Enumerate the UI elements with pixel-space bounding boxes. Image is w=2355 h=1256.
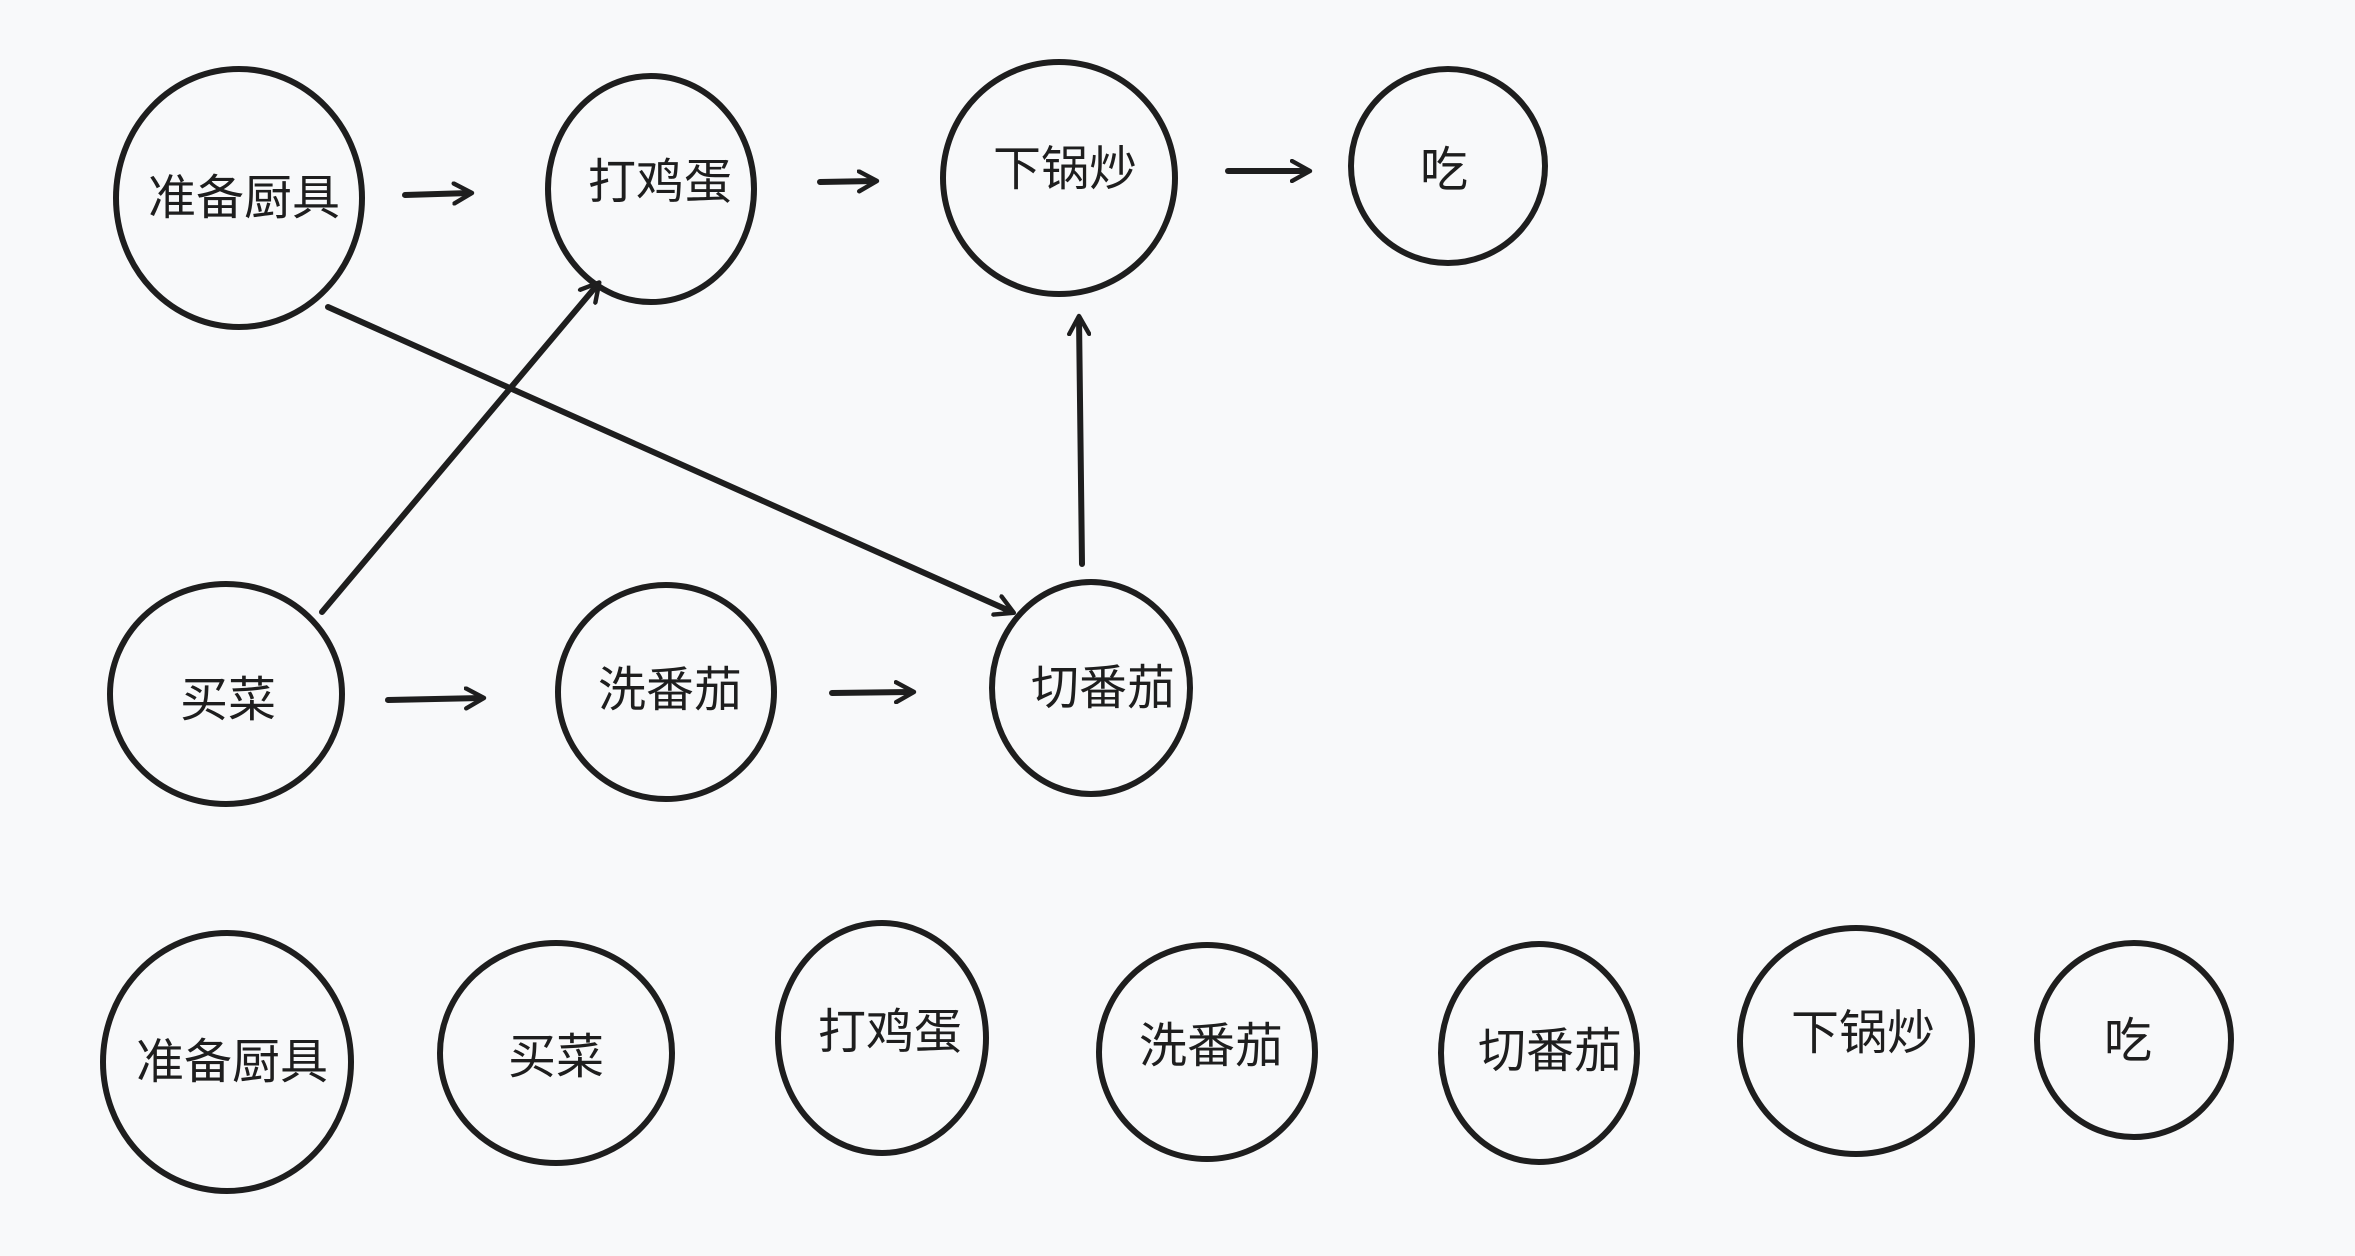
edge-prep-to-cut[interactable] bbox=[325, 304, 1012, 612]
edge-egg-to-fry[interactable] bbox=[817, 181, 875, 182]
sequence-row: 准备厨具 买菜 打鸡蛋 洗番茄 切番茄 下锅炒 吃 bbox=[100, 920, 2234, 1194]
sequence-node-6[interactable]: 下锅炒 bbox=[1737, 925, 1975, 1157]
sequence-node-7[interactable]: 吃 bbox=[2034, 940, 2234, 1140]
node-label: 买菜 bbox=[180, 672, 276, 728]
sequence-label: 准备厨具 bbox=[136, 1034, 328, 1090]
sequence-label: 吃 bbox=[2104, 1013, 2152, 1069]
sequence-label: 下锅炒 bbox=[1791, 1005, 1935, 1061]
graph-node-buy[interactable]: 买菜 bbox=[107, 581, 345, 807]
edge-prep-to-egg[interactable] bbox=[402, 193, 470, 195]
graph-node-prep[interactable]: 准备厨具 bbox=[113, 66, 365, 330]
node-label: 洗番茄 bbox=[598, 662, 742, 718]
sequence-node-3[interactable]: 打鸡蛋 bbox=[775, 920, 989, 1156]
node-label: 准备厨具 bbox=[148, 170, 340, 226]
edges bbox=[319, 171, 1308, 700]
sequence-node-4[interactable]: 洗番茄 bbox=[1096, 942, 1318, 1162]
node-label: 吃 bbox=[1420, 142, 1468, 198]
sequence-node-2[interactable]: 买菜 bbox=[437, 940, 675, 1166]
edge-wash-to-cut[interactable] bbox=[829, 692, 912, 693]
edge-cut-to-fry[interactable] bbox=[1079, 318, 1082, 567]
edge-buy-to-wash[interactable] bbox=[385, 698, 482, 700]
graph-node-cut[interactable]: 切番茄 bbox=[989, 579, 1193, 797]
node-label: 下锅炒 bbox=[993, 141, 1137, 197]
graph-node-egg[interactable]: 打鸡蛋 bbox=[545, 73, 757, 305]
sequence-node-5[interactable]: 切番茄 bbox=[1438, 941, 1640, 1165]
sequence-label: 打鸡蛋 bbox=[818, 1004, 962, 1060]
graph-node-wash[interactable]: 洗番茄 bbox=[555, 582, 777, 802]
sequence-label: 买菜 bbox=[508, 1029, 604, 1085]
graph-node-eat[interactable]: 吃 bbox=[1348, 66, 1548, 266]
node-label: 切番茄 bbox=[1031, 660, 1175, 716]
sequence-label: 切番茄 bbox=[1478, 1023, 1622, 1079]
edge-buy-to-egg[interactable] bbox=[319, 284, 598, 615]
sequence-node-1[interactable]: 准备厨具 bbox=[100, 930, 354, 1194]
node-label: 打鸡蛋 bbox=[588, 154, 732, 210]
sequence-label: 洗番茄 bbox=[1139, 1018, 1283, 1074]
graph-node-fry[interactable]: 下锅炒 bbox=[940, 59, 1178, 297]
